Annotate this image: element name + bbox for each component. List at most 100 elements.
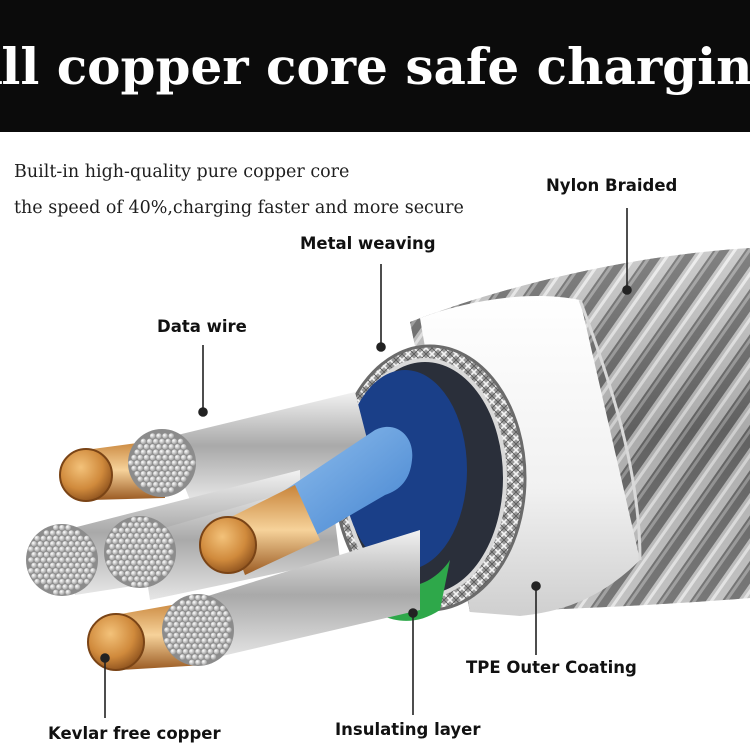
strand: [115, 554, 122, 561]
strand: [127, 533, 134, 539]
strand: [87, 573, 93, 579]
strand: [174, 476, 181, 482]
strand: [165, 470, 171, 477]
strand: [189, 605, 195, 612]
strand: [173, 611, 180, 617]
strand: [118, 570, 125, 577]
strand: [220, 616, 226, 623]
strand: [165, 565, 171, 571]
strand: [109, 543, 115, 550]
strand: [121, 554, 128, 561]
strand: [121, 543, 128, 550]
strand: [140, 470, 147, 477]
strand: [216, 611, 223, 617]
strand: [131, 454, 137, 461]
strand: [171, 470, 178, 477]
strand: [185, 600, 192, 606]
strand: [201, 616, 207, 623]
strand: [162, 549, 168, 555]
strand: [185, 643, 192, 649]
strand: [170, 648, 176, 655]
strand: [84, 557, 90, 563]
label-nylon-braided: Nylon Braided: [546, 176, 678, 195]
strand: [146, 554, 153, 561]
strand: [143, 527, 149, 534]
strand: [112, 527, 118, 534]
strand: [220, 605, 226, 612]
strand: [28, 567, 34, 574]
strand: [37, 573, 44, 579]
strand: [71, 546, 78, 553]
strand: [168, 444, 175, 450]
strand: [34, 546, 40, 553]
strand: [195, 637, 201, 644]
strand: [201, 648, 207, 655]
strand: [127, 576, 134, 582]
strand: [173, 632, 180, 639]
strand: [80, 573, 87, 579]
strand: [115, 543, 122, 550]
strand: [49, 584, 56, 590]
strand: [131, 549, 137, 555]
strand: [53, 589, 59, 596]
strand: [176, 605, 183, 612]
strand: [165, 533, 171, 539]
strand: [43, 573, 50, 579]
strand: [158, 565, 165, 571]
strand: [149, 487, 156, 493]
strand: [149, 433, 156, 439]
strand: [112, 570, 118, 577]
strand: [68, 551, 75, 558]
strand: [34, 578, 40, 585]
strand: [170, 627, 176, 633]
strand: [189, 594, 195, 601]
strand: [207, 616, 214, 623]
strand: [49, 541, 56, 547]
strand: [43, 530, 50, 536]
strand: [127, 543, 134, 550]
strand: [49, 551, 56, 558]
strand: [171, 438, 178, 445]
strand: [165, 449, 171, 456]
strand: [184, 449, 190, 456]
strand: [204, 654, 211, 660]
strand: [121, 533, 128, 539]
strand: [177, 460, 184, 466]
strand: [65, 535, 71, 542]
strand: [192, 611, 198, 617]
strand: [124, 527, 131, 534]
strand: [156, 476, 162, 482]
strand: [34, 567, 40, 574]
strand: [152, 576, 159, 582]
strand: [174, 465, 181, 472]
strand: [134, 460, 140, 466]
strand: [152, 522, 159, 528]
strand: [128, 460, 134, 466]
strand: [46, 535, 53, 542]
strand: [192, 600, 198, 606]
strand: [216, 643, 223, 649]
strand: [53, 578, 59, 585]
strand: [77, 546, 84, 553]
strand: [59, 567, 65, 574]
strand: [213, 637, 220, 644]
strand: [220, 627, 226, 633]
strand: [177, 449, 184, 456]
strand: [106, 549, 112, 555]
strand: [207, 627, 214, 633]
strand: [56, 541, 62, 547]
strand: [187, 465, 193, 472]
strand: [180, 444, 187, 450]
strand: [192, 643, 198, 649]
strand: [146, 565, 153, 571]
strand: [77, 535, 84, 542]
strand: [165, 554, 171, 561]
strand: [159, 460, 165, 466]
strand: [137, 476, 144, 482]
strand: [127, 522, 134, 528]
strand: [53, 546, 59, 553]
strand: [170, 616, 176, 623]
strand: [195, 648, 201, 655]
strand: [43, 541, 50, 547]
strand: [195, 616, 201, 623]
